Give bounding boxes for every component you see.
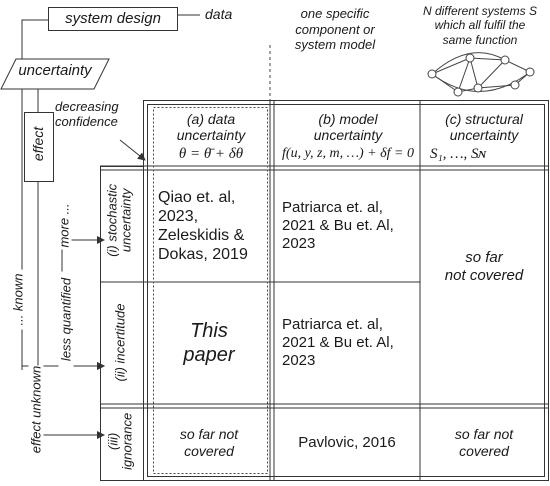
more-label: more ... — [56, 201, 72, 250]
effect-box — [24, 112, 54, 182]
cell-ignorance-data: so far not covered — [179, 426, 239, 459]
cell-incertitude-model: Patriarca et. al, 2021 & Bu et. Al, 2023 — [282, 316, 394, 369]
system-design-box: system design — [48, 7, 178, 31]
network-graph-icon — [427, 52, 535, 97]
col-c-formula: S₁, …, Sɴ — [430, 146, 487, 163]
one-specific-label: one specific component or system model — [294, 6, 376, 53]
known-label: ... known — [10, 269, 26, 330]
effect-unknown-label: effect unknown — [28, 365, 44, 454]
cell-ignorance-model: Pavlovic, 2016 — [298, 434, 396, 451]
row-iii-label: (iii) ignorance — [105, 412, 135, 470]
cell-stochastic-data: Qiao et. al, 2023, Zeleskidis & Dokas, 2… — [158, 188, 248, 264]
cell-stochastic-model: Patriarca et. al, 2021 & Bu et. Al, 2023 — [282, 199, 394, 252]
effect-label: effect — [30, 126, 46, 162]
left-outer-connector — [21, 19, 50, 370]
col-c-header: (c) structural uncertainty S₁, …, Sɴ — [420, 111, 548, 163]
decreasing-confidence-label: decreasing confidence — [55, 99, 119, 129]
n-systems-label: N different systems S which all fulfil t… — [422, 4, 538, 47]
uncertainty-parallelogram — [0, 58, 110, 90]
col-a-header: (a) data uncertainty θ = θ̄ + δθ — [156, 111, 266, 163]
less-quantified-label: less quantified — [58, 271, 74, 368]
col-a-formula: θ = θ̄ + δθ — [178, 146, 244, 163]
cell-structural-not-covered: so far not covered — [444, 249, 524, 284]
col-b-formula: f(u, y, z, m, …) + δf = 0 — [282, 146, 414, 162]
col-b-header: (b) model uncertainty f(u, y, z, m, …) +… — [276, 111, 420, 162]
cell-incertitude-data: This paper — [183, 320, 235, 366]
row-i-label: (i) stochastic uncertainty — [104, 183, 134, 257]
data-label: data — [205, 6, 233, 22]
cell-ignorance-structural: so far not covered — [454, 426, 514, 459]
row-ii-label: (ii) incertitude — [112, 303, 128, 382]
uncertainty-label: uncertainty — [18, 62, 92, 79]
